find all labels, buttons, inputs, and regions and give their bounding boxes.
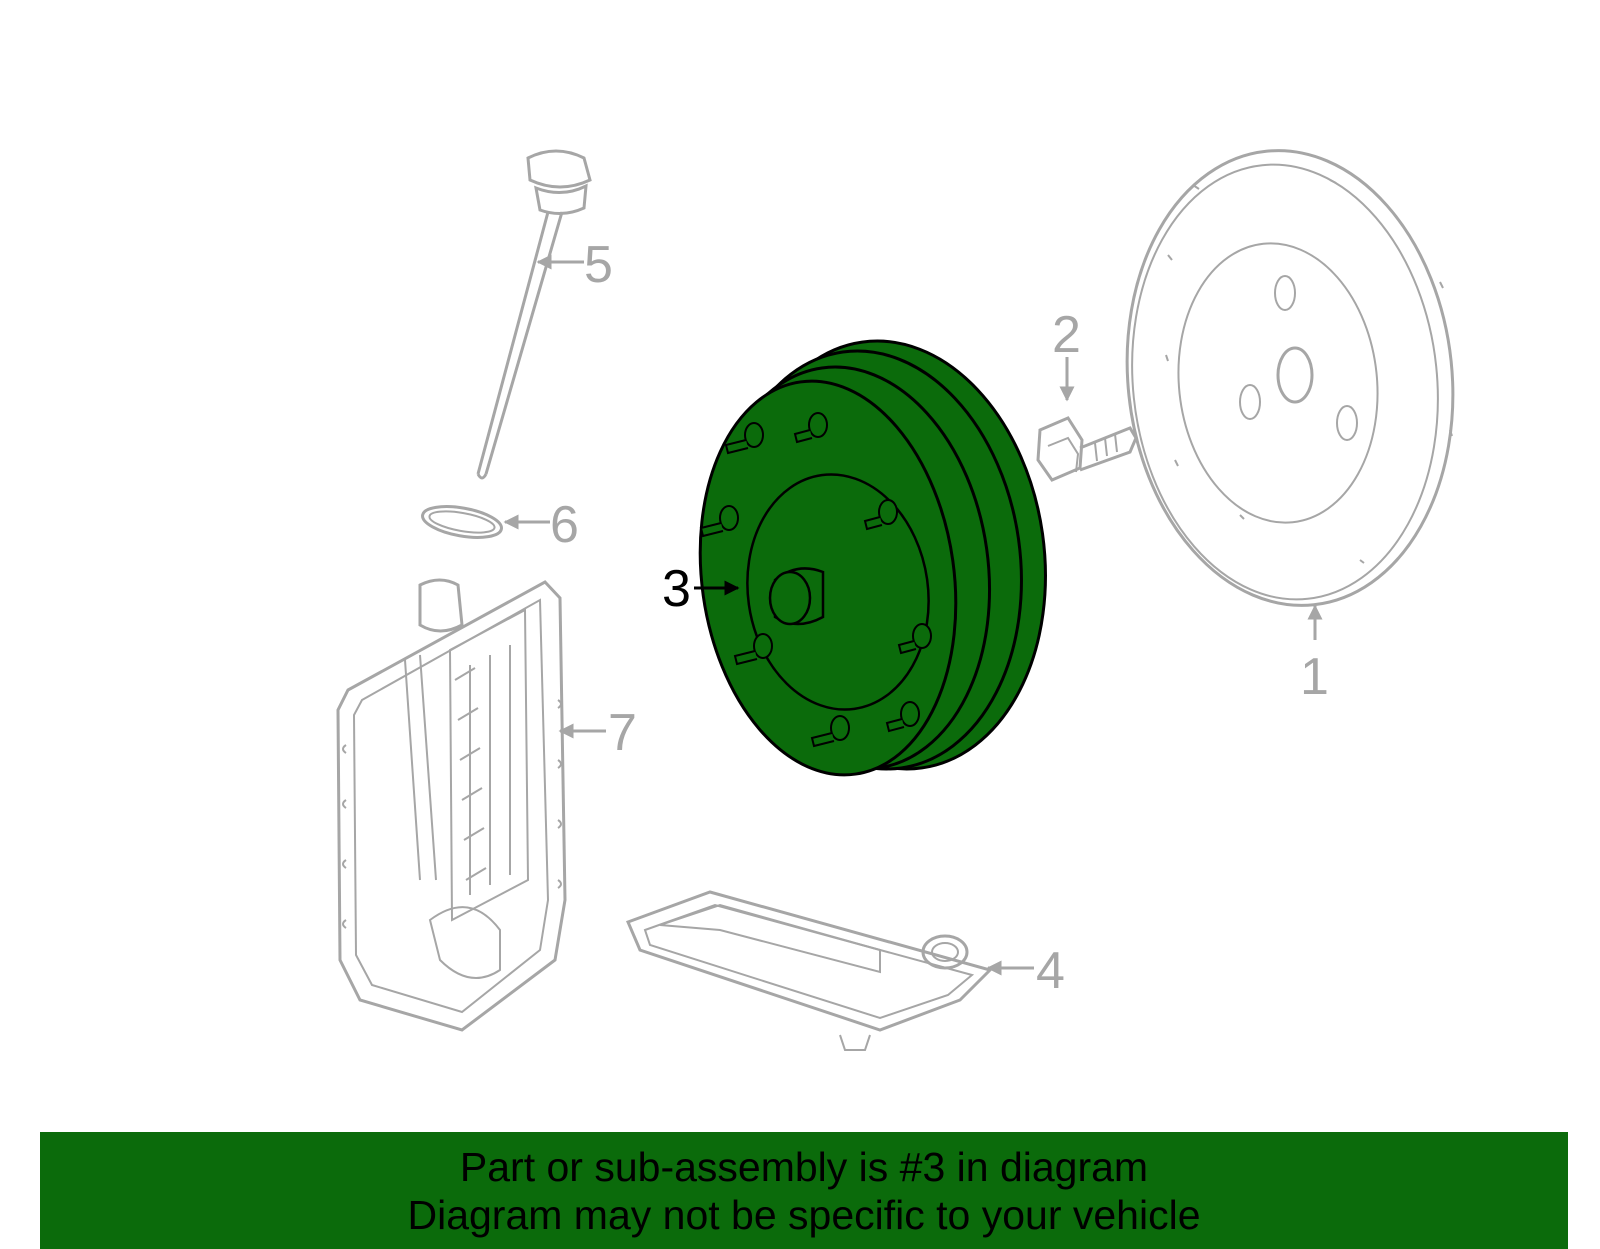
callout-1: 1 bbox=[1300, 648, 1329, 706]
callout-7: 7 bbox=[608, 704, 637, 762]
callout-3: 3 bbox=[662, 560, 691, 618]
flexplate-part[interactable] bbox=[1105, 134, 1475, 621]
transmission-filter-part[interactable] bbox=[625, 890, 993, 1051]
callout-5: 5 bbox=[584, 236, 613, 294]
dipstick-part[interactable] bbox=[476, 149, 592, 480]
callout-2: 2 bbox=[1052, 306, 1081, 364]
callout-6: 6 bbox=[550, 496, 579, 554]
bolt-part[interactable] bbox=[1036, 416, 1138, 482]
o-ring-part[interactable] bbox=[420, 501, 504, 542]
callout-4: 4 bbox=[1036, 942, 1065, 1000]
info-banner: Part or sub-assembly is #3 in diagram Di… bbox=[40, 1132, 1568, 1249]
banner-line-2: Diagram may not be specific to your vehi… bbox=[407, 1191, 1201, 1238]
banner-line-1: Part or sub-assembly is #3 in diagram bbox=[459, 1143, 1149, 1190]
transmission-pan-part[interactable] bbox=[336, 578, 567, 1032]
torque-converter-part[interactable] bbox=[676, 321, 1073, 792]
